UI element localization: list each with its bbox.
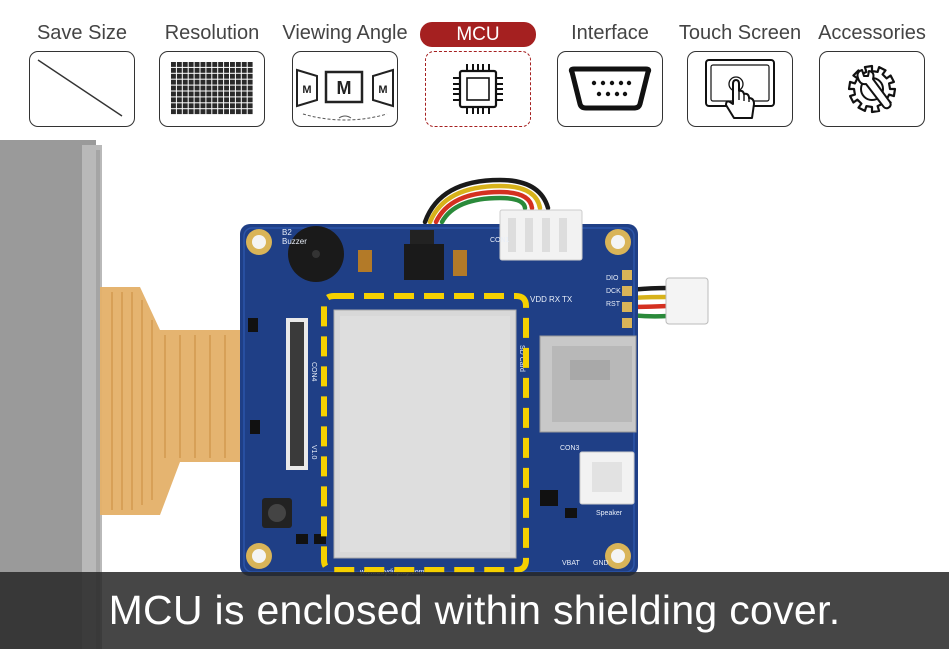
- tab-icon-box[interactable]: [29, 51, 135, 127]
- silk-con4: CON4: [310, 362, 317, 382]
- lcd-panel: [0, 140, 102, 649]
- tab-mcu[interactable]: MCU: [420, 18, 536, 128]
- silk-rx: RX: [549, 295, 561, 304]
- silk-version: V1.0: [310, 445, 317, 460]
- tab-label: Touch Screen: [678, 21, 802, 44]
- tab-icon-box[interactable]: [425, 51, 531, 127]
- fpc-ribbon: [100, 287, 250, 515]
- tab-label: Accessories: [818, 21, 926, 44]
- silk-speaker: Speaker: [596, 510, 623, 517]
- tab-icon-box[interactable]: [557, 51, 663, 127]
- tab-label: Interface: [571, 21, 649, 44]
- product-photo: B2 Buzzer CON1 VDD RX TX DIO DCK RST CON…: [0, 140, 709, 649]
- svg-text:M: M: [337, 78, 352, 98]
- serial-port-icon: [568, 66, 652, 111]
- jst-plug-right: [665, 277, 709, 325]
- gear-wrench-icon: [847, 64, 897, 114]
- silk-b2: B2: [282, 228, 292, 237]
- caption-bar: MCU is enclosed within shielding cover.: [0, 572, 949, 649]
- silk-vdd: VDD: [530, 295, 547, 304]
- silk-sd-card: SD Card: [518, 345, 525, 372]
- silk-gnd: GND: [593, 560, 609, 567]
- silk-dck: DCK: [606, 288, 621, 295]
- silk-rst: RST: [606, 301, 621, 308]
- silk-tx: TX: [562, 295, 573, 304]
- touch-hand-icon: [705, 59, 775, 119]
- silk-buzzer: Buzzer: [282, 237, 307, 246]
- svg-text:M: M: [378, 84, 387, 96]
- caption-text: MCU is enclosed within shielding cover.: [108, 587, 841, 633]
- silk-con3: CON3: [560, 445, 580, 452]
- silk-dio: DIO: [606, 275, 619, 282]
- tab-touch-screen[interactable]: Touch Screen: [679, 18, 801, 128]
- tab-icon-box[interactable]: [159, 51, 265, 127]
- silk-con1: CON1: [490, 237, 510, 244]
- tab-label: Viewing Angle: [282, 21, 408, 44]
- tab-save-size[interactable]: Save Size: [29, 18, 135, 128]
- tab-icon-box[interactable]: M M M: [292, 51, 398, 127]
- tab-accessories[interactable]: Accessories: [818, 18, 926, 128]
- viewing-angle-icon: M M M: [296, 68, 394, 121]
- tab-label: Resolution: [164, 21, 260, 44]
- svg-text:M: M: [302, 84, 311, 96]
- tab-label: MCU: [420, 22, 536, 47]
- pcb-board: B2 Buzzer CON1 VDD RX TX DIO DCK RST CON…: [240, 209, 638, 576]
- tab-label: Save Size: [36, 21, 128, 44]
- silk-vbat: VBAT: [562, 560, 580, 567]
- tab-interface[interactable]: Interface: [557, 18, 663, 128]
- mcu-highlight-outline: [321, 293, 529, 573]
- chip-icon: [453, 64, 503, 114]
- tab-icon-box[interactable]: [687, 51, 793, 127]
- tab-viewing-angle[interactable]: Viewing Angle M M M: [282, 18, 408, 128]
- tab-icon-box[interactable]: [819, 51, 925, 127]
- pixel-grid-icon: [171, 62, 253, 115]
- tab-resolution[interactable]: Resolution: [159, 18, 265, 128]
- mounting-holes: [246, 229, 631, 569]
- diagonal-line-icon: [37, 59, 123, 117]
